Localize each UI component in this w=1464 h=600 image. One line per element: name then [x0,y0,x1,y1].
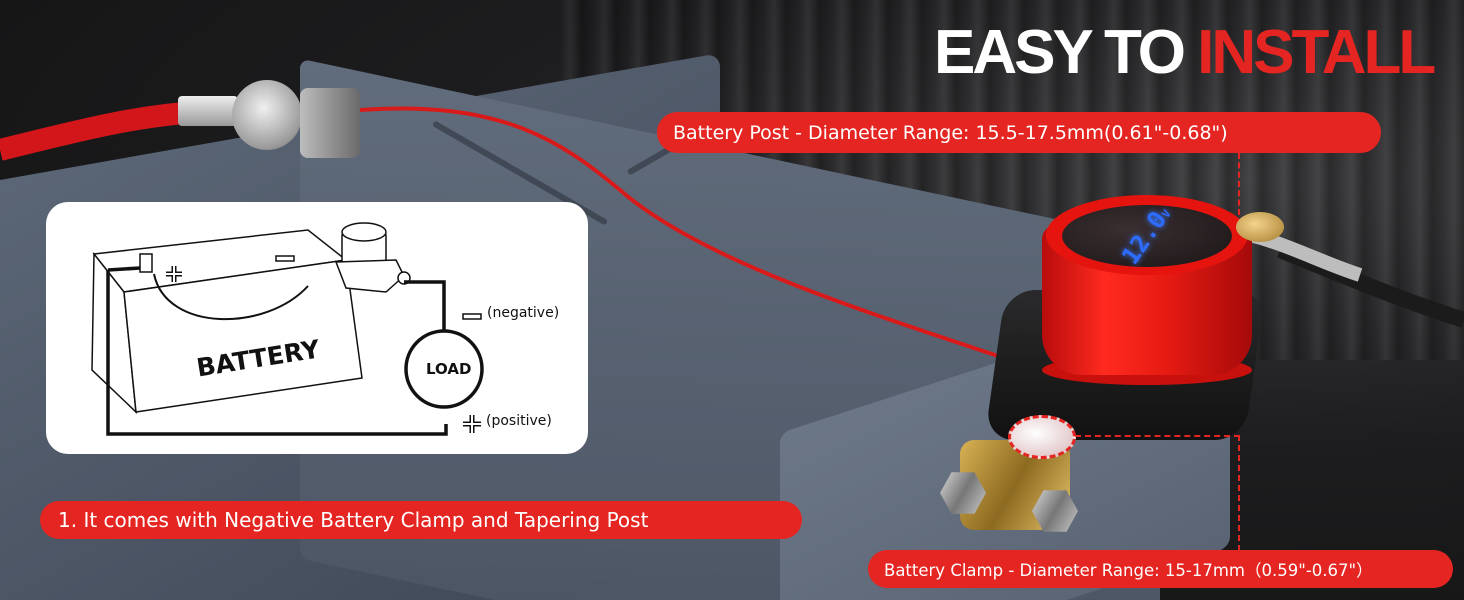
feature-note-text: 1. It comes with Negative Battery Clamp … [58,508,649,532]
clamp-post-highlight [1008,415,1076,459]
feature-note-callout: 1. It comes with Negative Battery Clamp … [40,501,802,539]
thick-red-cable [0,101,201,161]
headline-white: EASY TO [934,18,1186,87]
cable-ferrule [178,96,238,126]
post-callout-leader [1238,153,1240,215]
negative-wire [404,280,446,330]
clamp-callout-leader-v [1238,435,1240,551]
positive-terminal [139,253,153,273]
terminal-clamp-block [300,88,360,158]
wiring-diagram-card: BATTERY LOAD (negative) (positive) [46,202,588,454]
battery-disconnect-knob[interactable]: 12.0V [1042,185,1252,385]
diagram-positive-label: (positive) [486,413,552,429]
battery-post-text: Battery Post - Diameter Range: 15.5-17.5… [673,121,1228,144]
battery-post-callout: Battery Post - Diameter Range: 15.5-17.5… [657,112,1381,153]
hex-nut-icon [940,472,986,514]
wiring-diagram [91,222,484,436]
page-headline: EASY TO INSTALL [934,22,1436,84]
battery-front-face [123,259,363,413]
minus-icon [275,255,295,262]
tapering-post-top [1236,212,1284,242]
positive-wire [106,266,448,436]
negative-minus-icon [462,313,482,320]
internal-jumper [153,273,309,321]
clamp-callout-leader-h [1075,435,1240,437]
knob-display-face [1062,205,1232,267]
load-circle [404,329,484,409]
diagram-negative-label: (negative) [487,305,560,321]
thin-red-wire [359,106,1011,362]
diagram-load-label: LOAD [426,360,472,378]
battery-clamp-text: Battery Clamp - Diameter Range: 15-17mm（… [884,561,1373,580]
headline-red: INSTALL [1197,18,1436,87]
positive-terminal-clamp [232,80,302,150]
battery-clamp-callout: Battery Clamp - Diameter Range: 15-17mm（… [868,550,1453,588]
